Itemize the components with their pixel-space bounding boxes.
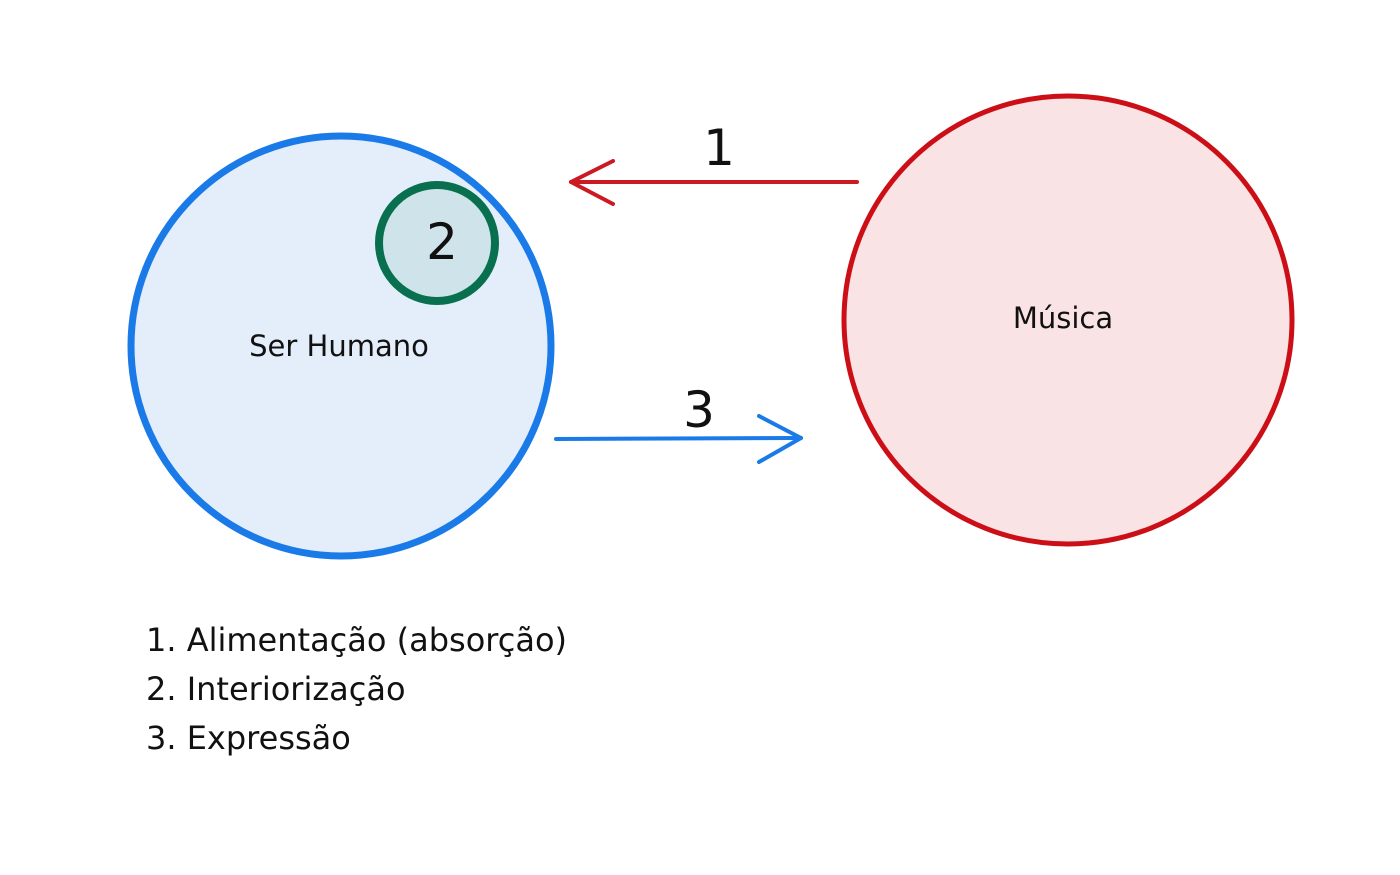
legend-item-expression: 3. Expressão	[146, 719, 351, 757]
interiorization-circle	[375, 181, 499, 305]
expression-arrow-line	[554, 436, 803, 441]
interiorization-number: 2	[426, 213, 458, 271]
absorption-arrowhead	[569, 159, 615, 206]
expression-arrowhead	[757, 414, 803, 464]
absorption-number: 1	[703, 119, 735, 177]
human-label: Ser Humano	[249, 329, 429, 363]
expression-number: 3	[683, 381, 715, 439]
music-circle	[841, 93, 1295, 547]
legend-list: 1. Alimentação (absorção) 2. Interioriza…	[146, 616, 567, 763]
legend-item-interiorization: 2. Interiorização	[146, 670, 406, 708]
music-label: Música	[1013, 301, 1113, 335]
absorption-arrow	[569, 159, 859, 206]
legend-item-absorption: 1. Alimentação (absorção)	[146, 621, 567, 659]
expression-arrow	[554, 414, 803, 464]
